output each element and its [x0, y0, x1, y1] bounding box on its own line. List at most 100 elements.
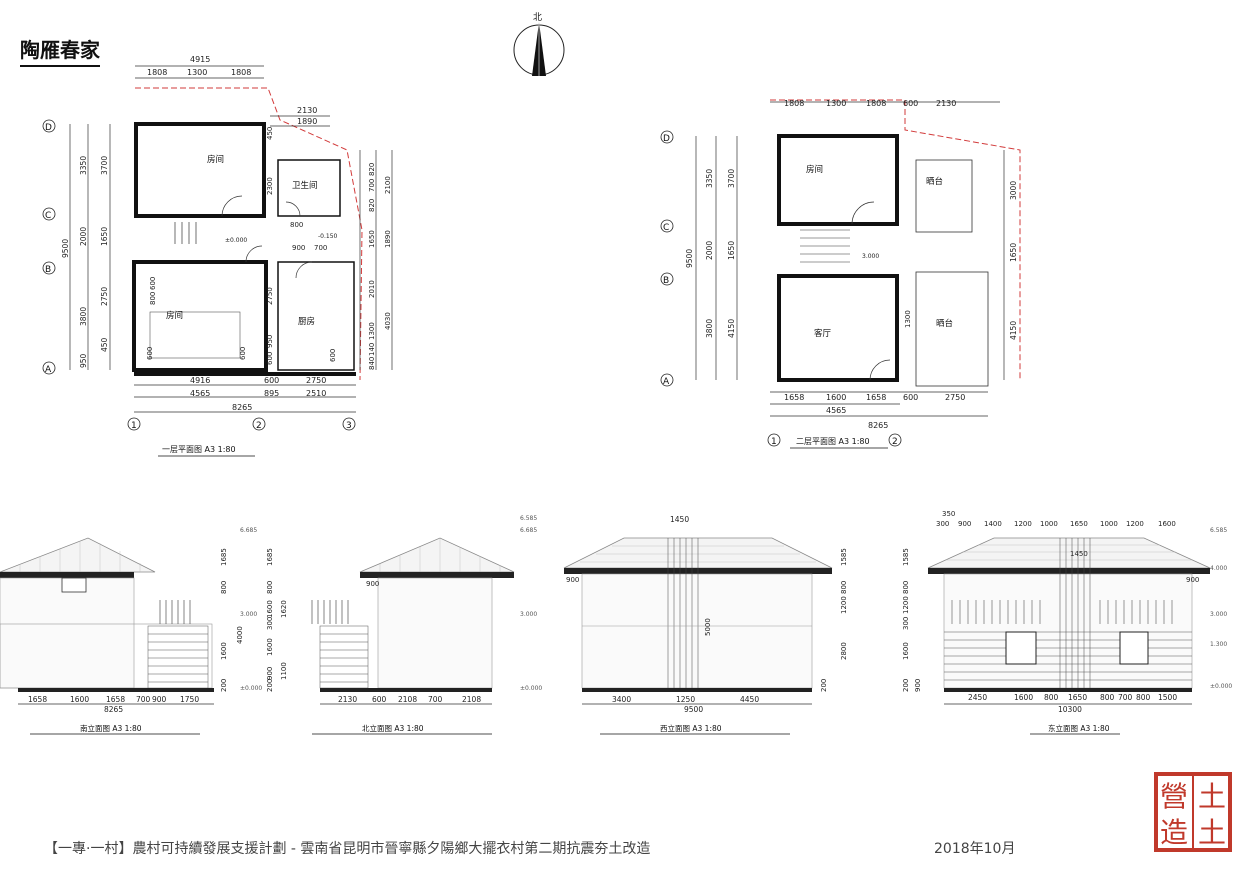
drawing-caption: 北立面图 A3 1:80 [362, 723, 424, 733]
side-dim: 1600 [902, 642, 910, 660]
side-dim: 800 [266, 581, 274, 594]
dim-bottom: 600 [264, 376, 279, 385]
dim-left: 4150 [727, 319, 736, 338]
dim-inner: 900 [292, 244, 305, 252]
dim-tr-1: 2130 [297, 106, 317, 115]
dim-left: 3350 [79, 156, 88, 175]
side-dim: 200 [820, 679, 828, 692]
axis-row-label: D [663, 134, 670, 144]
level-mark: 6.685 [520, 527, 537, 534]
dim-bottom: 600 [903, 393, 918, 402]
side-dim: 300 [266, 617, 274, 630]
dim-bottom-total: 8265 [104, 705, 123, 714]
room-label: 晒台 [936, 318, 953, 329]
top-dim: 1200 [1014, 520, 1032, 528]
room-label: 卫生间 [292, 180, 318, 191]
dim-inner: 600 [239, 347, 247, 360]
top-dim: 1450 [670, 515, 689, 524]
dim-bottom: 2450 [968, 693, 987, 702]
side-dim: 200 [902, 679, 910, 692]
dim-tr-2: 1890 [297, 117, 317, 126]
dim-bottom: 1750 [180, 695, 199, 704]
room-label: 厨房 [298, 316, 315, 327]
dim-right: 2010 [368, 280, 376, 298]
side-dim: 900 [266, 667, 274, 680]
dim-right: 2100 [384, 176, 392, 194]
dim-bottom: 900 [152, 695, 167, 704]
dim-left: 3700 [100, 156, 109, 175]
mid-dim: 5000 [704, 618, 712, 636]
ridge-dim: 1450 [1070, 550, 1088, 558]
dim-right: 1300 [904, 310, 912, 328]
dim-inner: 450 [266, 127, 274, 140]
dim-right: 3000 [1009, 181, 1018, 200]
side-dim: 200 [220, 679, 228, 692]
level-mark: 3.000 [1210, 611, 1227, 618]
dim-top: 2130 [936, 99, 956, 108]
dim-right: 820 [368, 163, 376, 176]
side-dim: 1600 [266, 638, 274, 656]
dim-inner: 800 [290, 221, 303, 229]
dim-bottom: 2130 [338, 695, 357, 704]
dim-top: 1808 [866, 99, 886, 108]
dim-bottom: 800 [1044, 693, 1059, 702]
dim-top: 1300 [826, 99, 846, 108]
level-mark: 3.000 [862, 253, 879, 260]
dim-left: 3800 [79, 307, 88, 326]
west-elevation: 1450 900 5000 3400 1250 4450 9500 1585 8… [520, 515, 848, 735]
north-elevation: 900 2130 600 2108 700 2108 1685 800 1600… [266, 527, 542, 735]
dim-inner: 950 [266, 335, 274, 348]
level-mark: ±0.000 [225, 237, 247, 244]
drawing-caption: 东立面图 A3 1:80 [1048, 723, 1110, 733]
dim-left: 1650 [100, 227, 109, 246]
dim-inner: 700 [314, 244, 327, 252]
level-mark: ±0.000 [240, 685, 262, 692]
dim-right: 4030 [384, 312, 392, 330]
axis-row-label: B [663, 276, 669, 286]
dim-left: 9500 [61, 239, 70, 258]
level-mark: 6.585 [1210, 527, 1227, 534]
stair-symbol [174, 222, 197, 244]
level-mark: 3.000 [240, 611, 257, 618]
footer-program-text: 【一專·一村】農村可持續發展支援計劃 - 雲南省昆明市晉寧縣夕陽鄉大擺衣村第二期… [44, 841, 651, 857]
dim-right: 1300 [368, 322, 376, 340]
dim-left: 450 [100, 337, 109, 352]
axis-row-label: D [45, 123, 52, 133]
dim-bottom: 1658 [106, 695, 125, 704]
dim-left: 9500 [685, 249, 694, 268]
seal-char: 營 [1160, 780, 1188, 813]
axis-row-label: A [45, 365, 52, 375]
top-dim: 1000 [1040, 520, 1058, 528]
dim-inner: 600 [266, 352, 274, 365]
dim-bottom-sub: 4565 [826, 406, 846, 415]
stair-symbol [800, 229, 850, 263]
side-dim: 1200 [902, 596, 910, 614]
side-dim: 1620 [280, 600, 288, 618]
dim-bottom: 700 [1118, 693, 1133, 702]
dim-bottom: 1500 [1158, 693, 1177, 702]
axis-row-label: B [45, 265, 51, 275]
brick-pattern [147, 625, 209, 689]
dim-top-total: 4915 [190, 55, 210, 64]
axis-col-label: 2 [892, 437, 898, 447]
dim-top: 600 [903, 99, 918, 108]
dim-bottom: 2108 [462, 695, 481, 704]
drawing-caption: 一层平面图 A3 1:80 [162, 445, 236, 454]
left-note: 900 [566, 576, 579, 584]
top-note: 900 [366, 580, 379, 588]
dim-bottom: 800 [1136, 693, 1151, 702]
level-mark: ±0.000 [520, 685, 542, 692]
room-label: 客厅 [814, 328, 832, 339]
dim-right: 700 [368, 179, 376, 192]
level-mark: 4.000 [1210, 565, 1227, 572]
dim-right: 4150 [1009, 321, 1018, 340]
brick-pattern [944, 631, 1192, 681]
side-dim: 1200 [840, 596, 848, 614]
dim-right: 820 [368, 199, 376, 212]
dim-bottom-total: 8265 [232, 403, 252, 412]
side-dim: 1585 [840, 548, 848, 566]
footer-date: 2018年10月 [934, 841, 1016, 857]
dim-left: 2750 [100, 287, 109, 306]
top-dim: 1600 [1158, 520, 1176, 528]
